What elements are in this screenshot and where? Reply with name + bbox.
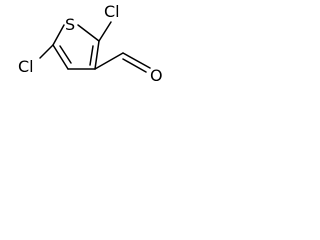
bond-c5-cl xyxy=(39,44,54,59)
bond-c4-c5-double xyxy=(59,45,72,64)
bonds xyxy=(39,21,151,73)
bond-c5-s1 xyxy=(52,24,65,46)
bond-co xyxy=(122,52,151,69)
atom-label-chlorine-2: Cl xyxy=(104,2,120,21)
atom-label-chlorine-5: Cl xyxy=(18,57,34,76)
bond-c2-cl xyxy=(98,21,112,42)
bond-c4-c5 xyxy=(52,44,69,70)
bond-c2-c3-double xyxy=(89,45,94,66)
bond-c2-c3 xyxy=(94,40,100,70)
chemical-structure-diagram: S Cl Cl O xyxy=(18,2,163,85)
bond-s1-c2 xyxy=(77,24,100,42)
bond-c3-cho xyxy=(94,52,124,70)
atom-label-sulfur: S xyxy=(65,15,75,34)
atom-label-oxygen: O xyxy=(150,66,163,85)
bond-co-double xyxy=(122,58,147,73)
